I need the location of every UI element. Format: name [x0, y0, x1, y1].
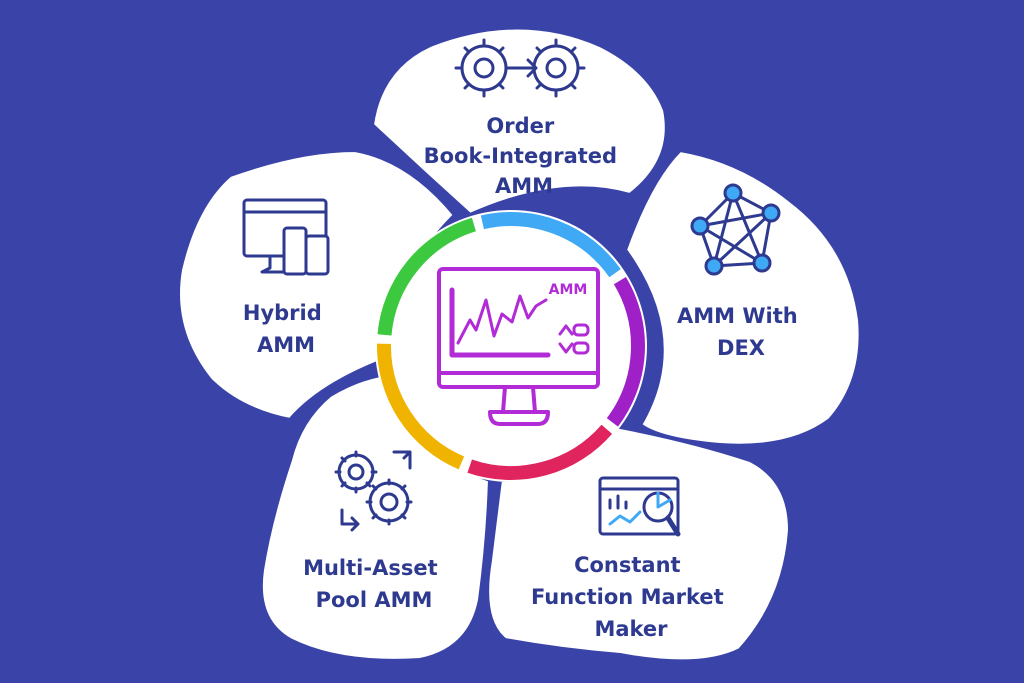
label-order-book: Order Book-Integrated AMM [424, 114, 625, 198]
label-line: Multi-Asset [303, 556, 438, 580]
petal-order-book [369, 25, 669, 218]
gear-top-inner [347, 463, 365, 481]
ring-segment [376, 343, 465, 470]
tablet [282, 226, 308, 276]
analytics-magnifier-icon [598, 476, 681, 537]
cycle-arrow-top [392, 450, 412, 470]
ring-segment [480, 212, 621, 278]
gear-left-teeth [454, 38, 505, 98]
gears-arrow-icon [454, 38, 586, 98]
petal-amm-dex [622, 147, 863, 448]
gear-left-inner [473, 57, 495, 79]
label-line: Constant [574, 553, 681, 577]
label-amm-dex: AMM With DEX [677, 304, 805, 360]
phone [304, 234, 330, 276]
network-icon [690, 183, 781, 276]
gear-top-teeth [334, 450, 378, 494]
network-node [704, 256, 724, 276]
monitor-chart-icon [437, 267, 600, 426]
petal-hybrid [176, 147, 458, 423]
trend-line [608, 510, 642, 526]
pie-chart-icon [656, 491, 672, 509]
petals [176, 25, 863, 664]
label-line: AMM [495, 174, 553, 198]
up-down-arrows-icon [558, 324, 574, 354]
gear-right-teeth [535, 38, 586, 98]
arrow-right-icon [504, 58, 538, 78]
monitor-screen [437, 267, 600, 389]
devices-icon [242, 198, 330, 276]
network-node [752, 253, 772, 273]
gear-bottom-inner [379, 492, 399, 512]
monitor-amm-label: AMM [549, 282, 588, 298]
center-disc [393, 228, 629, 464]
gears-cycle-icon [334, 450, 413, 532]
label-line: Function Market [531, 585, 724, 609]
label-constant-function: Constant Function Market Maker [531, 553, 731, 641]
label-line: Hybrid [243, 301, 322, 325]
monitor-stand [488, 410, 550, 426]
label-hybrid: Hybrid AMM [243, 301, 329, 357]
network-node [690, 216, 710, 236]
label-line: AMM With [677, 304, 798, 328]
network-node [723, 183, 743, 203]
label-line: AMM [257, 333, 315, 357]
toggle-top [572, 323, 590, 337]
network-links [698, 191, 773, 268]
label-line: Pool AMM [316, 588, 433, 612]
petal-icons [242, 38, 781, 537]
desktop-stand [260, 254, 288, 274]
network-node [761, 203, 781, 223]
center-hub: AMM [375, 210, 647, 482]
label-multi-asset: Multi-Asset Pool AMM [303, 556, 445, 612]
label-line: DEX [717, 336, 765, 360]
petal-labels: Order Book-Integrated AMM AMM With DEX C… [243, 114, 805, 641]
chart-line [456, 294, 548, 345]
label-line: Maker [594, 617, 668, 641]
chart-axis [449, 287, 551, 358]
label-line: Book-Integrated [424, 144, 617, 168]
center-ring [376, 212, 645, 480]
ring-segment [606, 277, 645, 427]
label-line: Order [486, 114, 554, 138]
gear-bottom-teeth [365, 478, 413, 526]
magnifier-handle [665, 515, 681, 537]
chart-window [598, 476, 680, 536]
toggle-bottom [572, 341, 590, 355]
petal-constant-function [485, 422, 793, 664]
ring-segment [467, 424, 613, 480]
ring-segment [377, 217, 477, 336]
cycle-arrow-bottom [340, 508, 360, 532]
bar-chart-bars [608, 494, 628, 510]
gear-right-inner [545, 57, 567, 79]
